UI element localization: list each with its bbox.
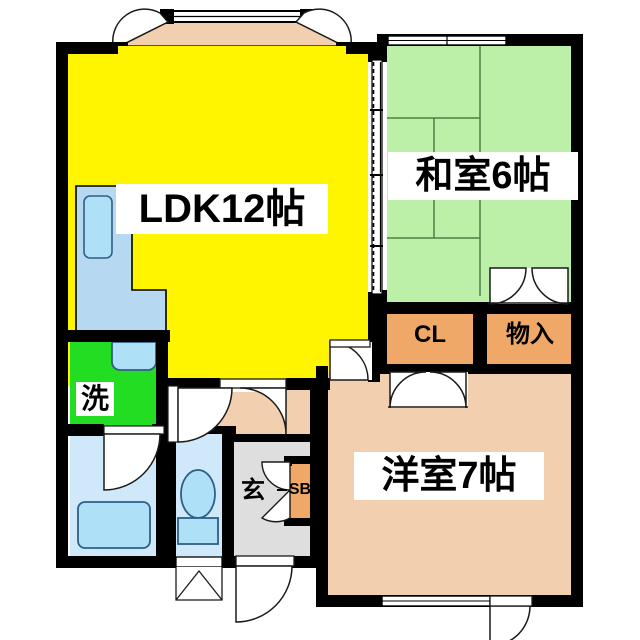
fusuma-panel[interactable] bbox=[371, 59, 383, 295]
wall-washroom-right bbox=[156, 330, 168, 430]
wall-washroom-bottom bbox=[56, 424, 104, 436]
label-monoire: 物入 bbox=[506, 321, 554, 348]
closet-door-left[interactable] bbox=[389, 371, 427, 409]
bay-window-right-arc bbox=[294, 8, 352, 46]
wall-closet-divider bbox=[473, 310, 487, 370]
label-closet: CL bbox=[414, 321, 446, 348]
wall-closet-bottom bbox=[377, 364, 583, 374]
corridor-door-to-ldk[interactable] bbox=[239, 387, 287, 435]
room-closet-fill bbox=[387, 313, 473, 366]
wall-closet-left bbox=[377, 302, 387, 374]
wash-basin bbox=[111, 341, 157, 371]
toilet-tank bbox=[177, 517, 219, 545]
shoe-box-door[interactable] bbox=[261, 461, 291, 491]
bath-tub bbox=[77, 501, 151, 549]
wall-washitsu-bottom bbox=[377, 302, 497, 314]
wall-shoebox-top bbox=[284, 456, 318, 464]
label-genkan: 玄 bbox=[241, 477, 265, 504]
washitsu-closet-door-left[interactable] bbox=[489, 267, 527, 305]
toilet-window-open bbox=[175, 567, 223, 601]
wall-genkan-right bbox=[310, 434, 318, 564]
wall-corridor-right bbox=[310, 378, 320, 438]
front-door[interactable] bbox=[235, 565, 293, 623]
label-washitsu: 和室6帖 bbox=[388, 152, 578, 200]
wall-toilet-right bbox=[222, 430, 234, 560]
wall-top-left bbox=[66, 42, 118, 54]
label-ldk: LDK12帖 bbox=[116, 184, 328, 234]
label-yoshitsu: 洋室7帖 bbox=[354, 452, 544, 500]
label-washroom: 洗 bbox=[76, 382, 114, 416]
kitchen-sink bbox=[83, 195, 113, 259]
bay-window-left-arc bbox=[112, 8, 170, 46]
washitsu-closet-door-right[interactable] bbox=[531, 267, 569, 305]
wall-bottom-left bbox=[56, 556, 174, 568]
shoe-box-fill bbox=[288, 462, 312, 520]
wall-shoebox-left bbox=[284, 456, 292, 466]
wall-washitsu-left-top bbox=[377, 34, 387, 62]
wall-corridor-genkan bbox=[228, 434, 318, 442]
wall-kitchen-bottom bbox=[66, 330, 170, 342]
label-shoebox: SB bbox=[288, 481, 312, 498]
wall-washitsu-bottom-2 bbox=[486, 302, 583, 314]
shoe-box-door-2[interactable] bbox=[260, 488, 291, 523]
yoshitsu-balcony-door[interactable] bbox=[489, 605, 531, 640]
wall-toilet-left bbox=[166, 390, 176, 562]
washroom-door[interactable] bbox=[177, 387, 233, 443]
wall-washitsu-left-bottom bbox=[377, 290, 387, 310]
bath-door[interactable] bbox=[103, 433, 161, 491]
closet-door-right[interactable] bbox=[429, 371, 467, 409]
wall-shoebox-bottom bbox=[284, 518, 318, 526]
genkan-sb-tick bbox=[277, 489, 287, 491]
wall-bath-right bbox=[156, 430, 168, 560]
room-monoire-fill bbox=[487, 313, 573, 366]
